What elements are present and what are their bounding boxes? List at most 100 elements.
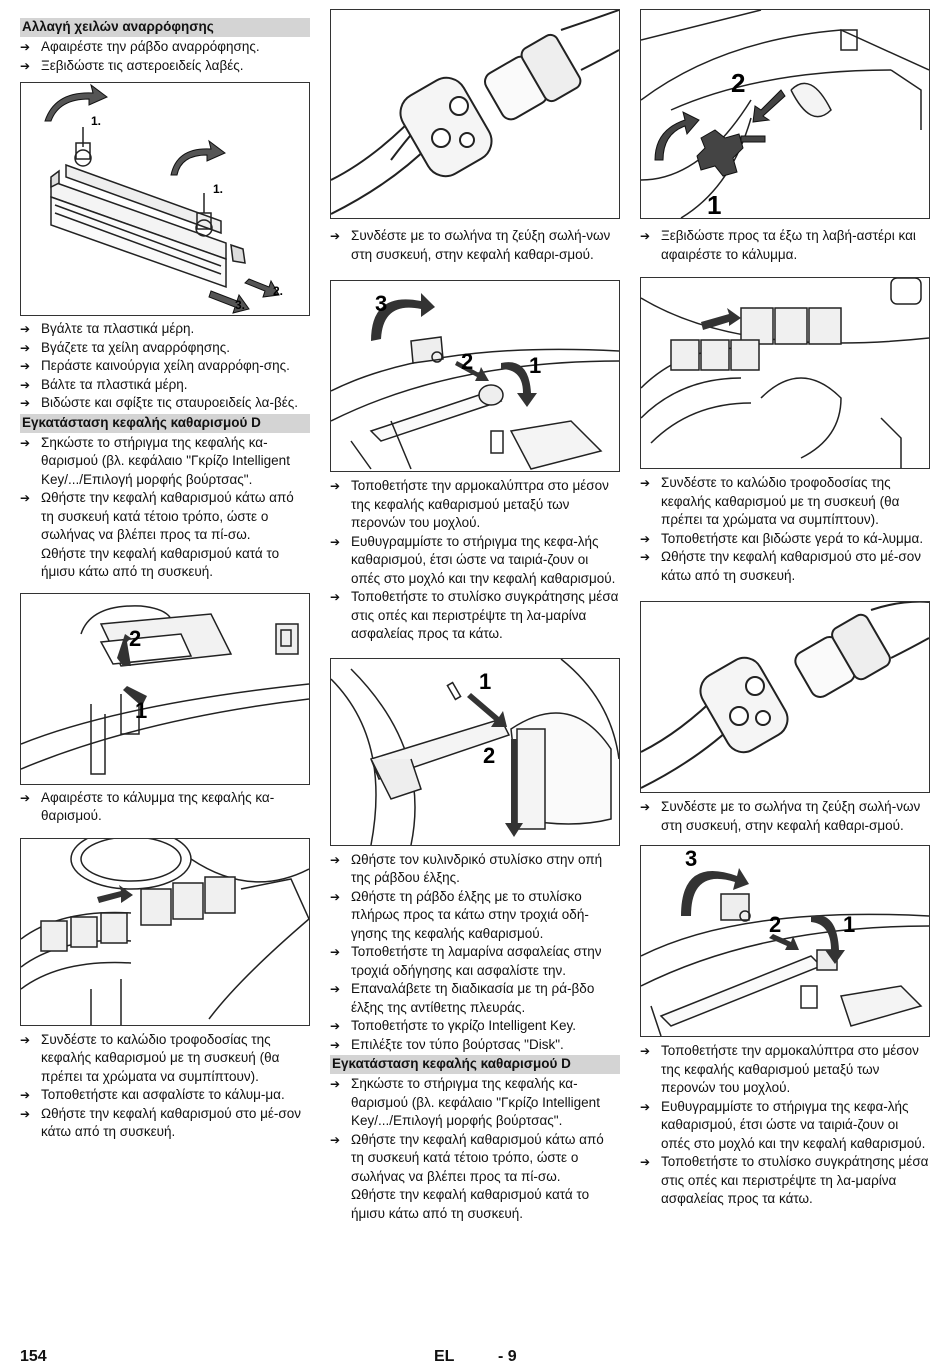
arrow-bullet-icon: ➔ [20,435,31,450]
step-item: ➔ Επαναλάβετε τη διαδικασία με τη ρά-βδο … [330,980,620,1017]
callout-label: 2 [483,743,495,768]
arrow-bullet-icon: ➔ [640,229,651,243]
arrow-bullet-icon: ➔ [330,945,341,959]
arrow-bullet-icon: ➔ [330,479,341,493]
pin-insert-illustration: 1 2 [331,658,619,845]
arrow-bullet-icon: ➔ [640,550,651,564]
figure-pin-insert: 1 2 [330,657,620,846]
arrow-bullet-icon: ➔ [20,1106,31,1121]
step-item: ➔Τοποθετήστε το στυλίσκο συγκράτησης μέσ… [640,1153,930,1209]
callout-label: 1 [479,669,491,694]
step-text: Τοποθετήστε και βιδώστε γερά το κά-λυμμα… [661,530,924,546]
arrow-bullet-icon: ➔ [330,590,341,604]
step-text: Περάστε καινούργια χείλη αναρρόφη-σης. [41,358,290,373]
step-item: ➔Συνδέστε με το σωλήνα τη ζεύξη σωλή-νων… [330,227,620,264]
section-heading: Εγκατάσταση κεφαλής καθαρισμού D [330,1055,620,1074]
arrow-bullet-icon: ➔ [640,476,651,490]
lever-mount-2-illustration: 3 2 1 [641,846,929,1036]
figure-hose-coupling [330,9,620,219]
step-text: Συνδέστε το καλώδιο τροφοδοσίας της κεφα… [661,475,900,527]
step-text: Αφαιρέστε το κάλυμμα της κεφαλής κα-θαρι… [41,789,275,824]
step-item: ➔Ξεβιδώστε τις αστεροειδείς λαβές. [20,57,310,76]
callout-label: 3. [235,298,245,312]
step-text: Βιδώστε και σφίξτε τις σταυροειδείς λα-β… [41,395,298,410]
language-code: EL [434,1348,455,1365]
hose-coupling-illustration [331,10,619,215]
step-text: Τοποθετήστε την αρμοκαλύπτρα στο μέσον τ… [351,478,609,530]
step-text: Τοποθετήστε την αρμοκαλύπτρα στο μέσον τ… [661,1043,919,1095]
step-text: Τοποθετήστε και ασφαλίστε το κάλυμ-μα. [41,1087,285,1102]
step-text: Ευθυγραμμίστε το στήριγμα της κεφα-λής κ… [351,533,616,586]
step-text: Σηκώστε το στήριγμα της κεφαλής κα-θαρισ… [41,434,290,487]
arrow-bullet-icon: ➔ [330,889,341,904]
step-item: ➔ Συνδέστε το καλώδιο τροφοδοσίας της κεφ… [640,474,930,530]
step-item: ➔Συνδέστε με το σωλήνα τη ζεύξη σωλή-νων… [640,798,930,835]
arrow-bullet-icon: ➔ [20,1032,31,1047]
step-item: ➔Αφαιρέστε την ράβδο αναρρόφησης. [20,38,310,57]
step-list: ➔ Σηκώστε το στήριγμα της κεφαλής κα-θαρι… [20,434,310,545]
step-item: ➔Επιλέξτε τον τύπο βούρτσας "Disk". [330,1036,620,1055]
callout-label: 3 [685,846,697,871]
callout-label: 1 [843,912,855,937]
column-2: ➔ Συνδέστε με το σωλήνα τη ζεύξη σωλή-νων… [330,9,620,1223]
arrow-bullet-icon: ➔ [640,1099,651,1114]
column-3: 2 1 ➔Ξεβιδώστε προς τα έξω τη λαβή-αστέρ… [640,9,930,1209]
step-text: Τοποθετήστε το γκρίζο Intelligent Key. [351,1018,576,1033]
callout-label: 1 [707,190,721,218]
step-text: Συνδέστε με το σωλήνα τη ζεύξη σωλή-νων … [351,228,611,262]
arrow-bullet-icon: ➔ [20,396,31,410]
arrow-bullet-icon: ➔ [330,534,341,549]
arrow-bullet-icon: ➔ [20,790,31,805]
arrow-bullet-icon: ➔ [20,340,31,355]
step-item: ➔ Συνδέστε το καλώδιο τροφοδοσίας της κεφ… [20,1031,310,1087]
section-heading: Αλλαγή χειλών αναρρόφησης [20,18,310,37]
callout-label: 2. [273,284,283,298]
step-item: ➔Τοποθετήστε το στυλίσκο συγκράτησης μέσ… [330,588,620,644]
step-list: ➔ Αφαιρέστε το κάλυμμα της κεφαλής κα-θαρ… [20,789,310,826]
step-text: Βγάζετε τα χείλη αναρρόφησης. [41,339,231,355]
arrow-bullet-icon: ➔ [330,852,341,867]
step-list: ➔Σηκώστε το στήριγμα της κεφαλής κα-θαρι… [330,1075,620,1186]
callout-label: 1. [91,114,101,128]
figure-cable-connect-2 [640,277,930,469]
callout-label: 2 [461,349,473,374]
arrow-bullet-icon: ➔ [20,1088,31,1102]
step-text: Συνδέστε το καλώδιο τροφοδοσίας της κεφα… [41,1031,280,1084]
step-item: ➔ Βιδώστε και σφίξτε τις σταυροειδείς λα-… [20,394,310,413]
step-item: ➔ Αφαιρέστε το κάλυμμα της κεφαλής κα-θαρ… [20,789,310,826]
step-text: Επαναλάβετε τη διαδικασία με τη ρά-βδο έ… [351,981,595,1015]
step-item: ➔Τοποθετήστε την αρμοκαλύπτρα στο μέσον … [640,1042,930,1098]
step-item: ➔Σηκώστε το στήριγμα της κεφαλής κα-θαρι… [330,1075,620,1131]
step-item: ➔ Σηκώστε το στήριγμα της κεφαλής κα-θαρι… [20,434,310,490]
note-text: Ωθήστε την κεφαλή καθαρισμού κατά το ήμι… [351,1187,590,1221]
step-item: ➔Περάστε καινούργια χείλη αναρρόφη-σης. [20,357,310,376]
step-list: ➔Ξεβιδώστε προς τα έξω τη λαβή-αστέρι κα… [640,227,930,264]
step-list: ➔ Τοποθετήστε την αρμοκαλύπτρα στο μέσον … [330,477,620,644]
step-text: Βγάλτε τα πλαστικά μέρη. [41,321,195,336]
callout-label: 1 [529,353,541,378]
step-item: ➔Βάλτε τα πλαστικά μέρη. [20,376,310,395]
step-list: ➔Συνδέστε με το σωλήνα τη ζεύξη σωλή-νων… [330,227,620,264]
step-text: Επιλέξτε τον τύπο βούρτσας "Disk". [351,1036,564,1052]
step-list: ➔ Συνδέστε το καλώδιο τροφοδοσίας της κεφ… [640,474,930,585]
callout-label: 1 [135,698,147,723]
cable-connect-2-illustration [641,278,929,468]
step-item: ➔ Βγάζετε τα χείλη αναρρόφησης. [20,339,310,358]
arrow-bullet-icon: ➔ [330,982,341,996]
callout-label: 2 [129,626,141,651]
step-text: Συνδέστε με το σωλήνα τη ζεύξη σωλή-νων … [661,799,921,833]
arrow-bullet-icon: ➔ [20,377,31,392]
step-text: Ωθήστε την κεφαλή καθαρισμού στο μέ-σον … [661,549,921,583]
figure-cable-connect [20,837,310,1026]
cable-connect-illustration [21,838,309,1025]
callout-label: 2 [731,68,745,98]
step-list: ➔Βγάλτε τα πλαστικά μέρη.➔Βγάζετε τα χεί… [20,320,310,413]
step-item: ➔Βγάλτε τα πλαστικά μέρη. [20,320,310,339]
arrow-bullet-icon: ➔ [20,491,31,505]
step-text: Σηκώστε το στήριγμα της κεφαλής κα-θαρισ… [351,1076,600,1128]
page-number: 154 [20,1348,47,1365]
figure-hose-coupling-2 [640,601,930,793]
step-text: Ωθήστε την κεφαλή καθαρισμού κάτω από τη… [41,490,294,542]
cover-screw-illustration: 2 1 [641,10,929,218]
step-item: ➔Ωθήστε την κεφαλή καθαρισμού κάτω από τ… [330,1131,620,1187]
